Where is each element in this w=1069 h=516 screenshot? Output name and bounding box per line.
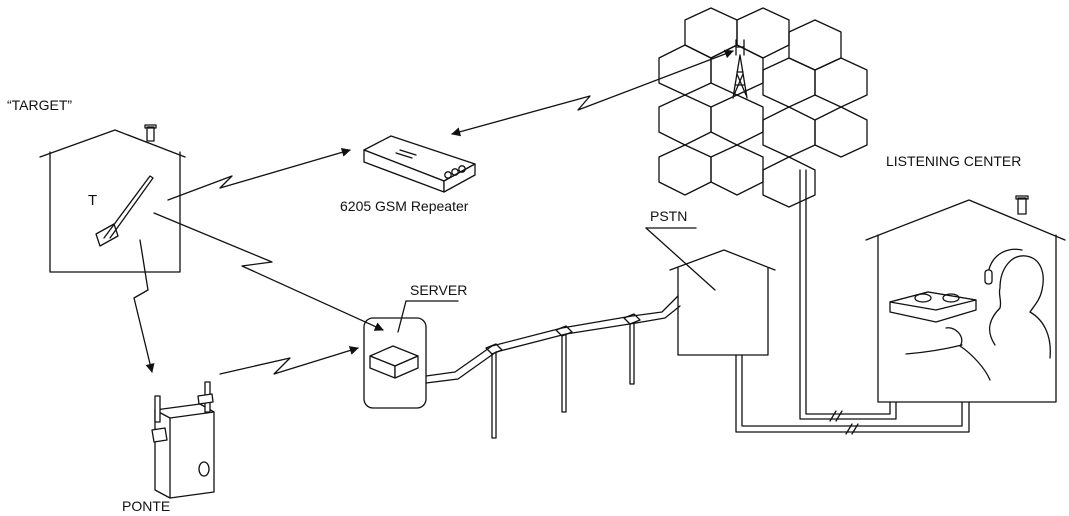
link-ponte-to-server (219, 346, 359, 375)
target-label: “TARGET” (7, 97, 73, 113)
link-target-to-repeater (167, 147, 351, 201)
server-label: SERVER (410, 282, 468, 298)
target-device-label: T (88, 192, 98, 209)
link-target-to-server (153, 212, 384, 331)
repeater-label: 6205 GSM Repeater (340, 198, 469, 214)
pstn-building (669, 249, 776, 356)
listening-center-house (865, 195, 1066, 403)
operator-with-headphones (905, 248, 1051, 381)
cell-hex-grid (658, 7, 868, 208)
link-target-to-ponte (133, 239, 155, 373)
pstn-wire (425, 295, 681, 384)
bug-device-icon (95, 175, 154, 247)
link-repeater-to-cell (451, 49, 734, 137)
utility-pole-3 (623, 313, 641, 385)
ponte-device (151, 381, 215, 499)
cell-tower-icon (732, 39, 748, 99)
trunk-lines (735, 169, 970, 435)
recording-console-icon (889, 291, 977, 323)
ponte-label: PONTE (122, 498, 171, 514)
server-label-leader (397, 300, 407, 333)
listening-center-label: LISTENING CENTER (886, 153, 1022, 169)
pstn-label-leader (645, 227, 716, 291)
utility-pole-2 (555, 325, 573, 413)
pstn-label: PSTN (650, 208, 688, 224)
server-enclosure (363, 317, 427, 409)
gsm-repeater-device (363, 135, 476, 193)
target-house (39, 124, 186, 273)
